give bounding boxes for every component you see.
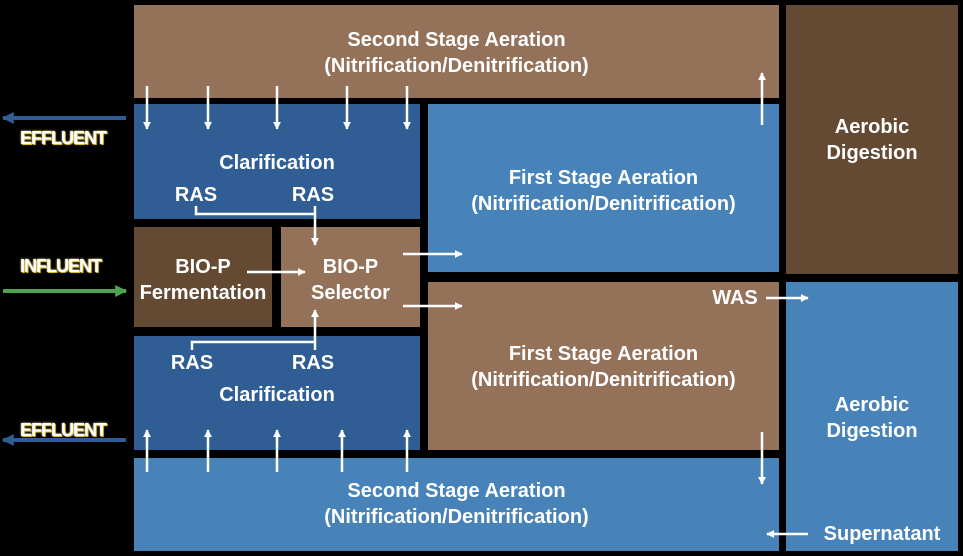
aerobic-digestion-bottom-line1: Aerobic [834, 394, 910, 416]
second-stage-top-subtitle: (Nitrification/Denitrification) [324, 55, 589, 77]
was-label: WAS [712, 287, 758, 309]
supernatant-label: Supernatant [823, 523, 941, 545]
clarification-top-ras-left: RAS [174, 184, 218, 206]
ras-connector-bottom [190, 309, 320, 350]
second-stage-top-label: Second Stage Aeration (Nitrification/Den… [134, 27, 779, 79]
second-stage-bottom-subtitle: (Nitrification/Denitrification) [324, 506, 589, 528]
aerobic-digestion-top-block [786, 5, 958, 274]
second-stage-aeration-top-block [134, 5, 779, 98]
clarification-bottom-ras-right: RAS [291, 352, 335, 374]
effluent-top-label: EFFLUENT [20, 128, 107, 148]
second-stage-aeration-bottom-block [134, 458, 779, 551]
first-stage-bottom-title: First Stage Aeration [508, 343, 699, 365]
ras-connector-top [194, 206, 320, 246]
aerobic-digestion-top-line2: Digestion [826, 142, 918, 164]
biop-selector-block [281, 227, 420, 327]
first-stage-aeration-top-block [428, 104, 779, 272]
clarification-bottom-title: Clarification [219, 384, 335, 406]
aerobic-digestion-top-label: Aerobic Digestion [786, 114, 958, 166]
first-stage-top-subtitle: (Nitrification/Denitrification) [471, 193, 736, 215]
influent-label: INFLUENT [20, 256, 102, 276]
second-stage-bottom-label: Second Stage Aeration (Nitrification/Den… [134, 478, 779, 530]
biop-fermentation-block [134, 227, 272, 327]
first-stage-top-label: First Stage Aeration (Nitrification/Deni… [428, 165, 779, 217]
aerobic-digestion-bottom-label: Aerobic Digestion [786, 392, 958, 444]
down-arrows-top-clarifier [142, 86, 412, 130]
biop-fermentation-label: BIO-P Fermentation [134, 254, 272, 306]
biop-selector-line1: BIO-P [322, 256, 379, 278]
first-stage-bottom-subtitle: (Nitrification/Denitrification) [471, 369, 736, 391]
clarification-top-title: Clarification [219, 152, 335, 174]
first-stage-bottom-label: First Stage Aeration (Nitrification/Deni… [428, 341, 779, 393]
biop-fermentation-line1: BIO-P [175, 256, 231, 278]
clarification-top-ras-right: RAS [291, 184, 335, 206]
effluent-bottom-label: EFFLUENT [20, 420, 107, 440]
up-arrows-bottom-clarifier [142, 429, 412, 472]
biop-selector-line2: Selector [311, 282, 390, 304]
biop-fermentation-line2: Fermentation [139, 282, 267, 304]
first-stage-aeration-bottom-block [428, 282, 779, 450]
aerobic-digestion-bottom-line2: Digestion [826, 420, 918, 442]
second-stage-top-title: Second Stage Aeration [347, 29, 566, 51]
second-stage-bottom-title: Second Stage Aeration [347, 480, 566, 502]
clarification-bottom-ras-left: RAS [170, 352, 214, 374]
biop-selector-label: BIO-P Selector [281, 254, 420, 306]
aerobic-digestion-top-line1: Aerobic [834, 116, 910, 138]
aerobic-digestion-bottom-block [786, 282, 958, 551]
first-stage-top-title: First Stage Aeration [508, 167, 699, 189]
